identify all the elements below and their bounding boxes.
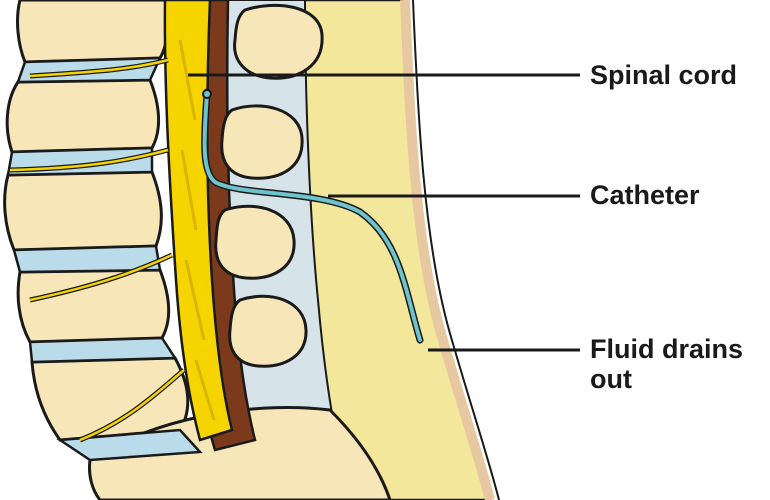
vertebral-body-1 bbox=[18, 0, 168, 62]
spinous-process-4 bbox=[230, 296, 306, 366]
label-catheter: Catheter bbox=[590, 180, 700, 210]
spinous-process-1 bbox=[235, 5, 323, 78]
label-fluid-line2: out bbox=[590, 364, 770, 394]
label-fluid-line1: Fluid drains bbox=[590, 334, 770, 364]
spinous-process-3 bbox=[216, 206, 294, 278]
vertebral-body-3 bbox=[5, 172, 162, 250]
disc-4 bbox=[30, 338, 175, 362]
spinous-process-2 bbox=[222, 106, 302, 178]
vertebral-body-4 bbox=[18, 270, 168, 342]
label-spinal-cord: Spinal cord bbox=[590, 60, 737, 90]
catheter-tip bbox=[203, 90, 211, 98]
vertebral-body-2 bbox=[7, 80, 158, 152]
label-fluid-drains-out: Fluid drains out bbox=[590, 334, 770, 394]
